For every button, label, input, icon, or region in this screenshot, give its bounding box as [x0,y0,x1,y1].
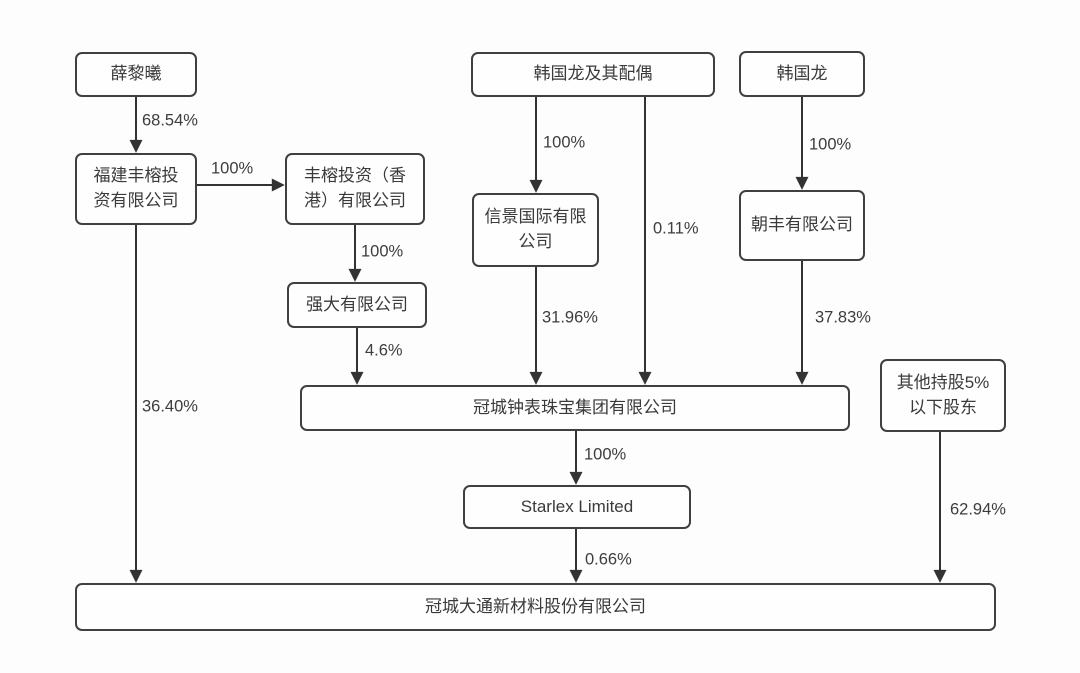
node-label: 强大有限公司 [306,294,408,314]
node-label: Starlex Limited [520,496,634,516]
node-watch-group: 冠城钟表珠宝集团有限公司 [300,385,850,431]
edge-label-qiangda-to-watch: 4.6% [365,341,403,360]
node-label: 丰榕投资（香港）有限公司 [304,166,406,210]
node-fujianfengrong: 福建丰榕投资有限公司 [75,153,197,225]
node-other-holders: 其他持股5%以下股东 [880,359,1006,432]
node-xinjing: 信景国际有限公司 [472,193,599,267]
node-hanguolong: 韩国龙 [739,51,865,97]
edge-label-chaofeng-to-watch: 37.83% [815,308,871,327]
edge-label-xinjing-to-watch: 31.96% [542,308,598,327]
node-label: 韩国龙 [776,63,828,83]
node-label: 朝丰有限公司 [751,215,853,235]
edge-label-watch-to-starlex: 100% [584,445,627,464]
edge-label-spouse-to-watch: 0.11% [653,219,699,238]
node-label: 福建丰榕投资有限公司 [93,166,179,210]
node-fengronghk: 丰榕投资（香港）有限公司 [285,153,425,225]
edge-label-spouse-to-xinjing: 100% [543,133,586,152]
node-xuelixi: 薛黎曦 [75,52,197,97]
edge-label-hk-to-qiangda: 100% [361,242,404,261]
node-label: 信景国际有限公司 [484,207,587,251]
node-datong: 冠城大通新材料股份有限公司 [75,583,996,631]
node-qiangda: 强大有限公司 [287,282,427,328]
edge-label-han-to-chaofeng: 100% [809,135,852,154]
edge-label-starlex-to-datong: 0.66% [585,550,632,569]
edge-label-fujian-to-hk: 100% [211,159,254,178]
edge-label-fujian-to-datong: 36.40% [142,397,198,416]
node-label: 薛黎曦 [110,64,162,84]
node-starlex: Starlex Limited [463,485,691,529]
edge-label-others-to-datong: 62.94% [950,500,1006,519]
node-label: 冠城大通新材料股份有限公司 [425,596,646,616]
node-label: 冠城钟表珠宝集团有限公司 [473,397,677,417]
edge-label-xue-to-fujian: 68.54% [142,111,198,130]
node-label: 其他持股5%以下股东 [896,372,990,417]
node-chaofeng: 朝丰有限公司 [739,190,865,261]
node-hanguolong-spouse: 韩国龙及其配偶 [471,52,715,97]
node-label: 韩国龙及其配偶 [533,64,653,84]
